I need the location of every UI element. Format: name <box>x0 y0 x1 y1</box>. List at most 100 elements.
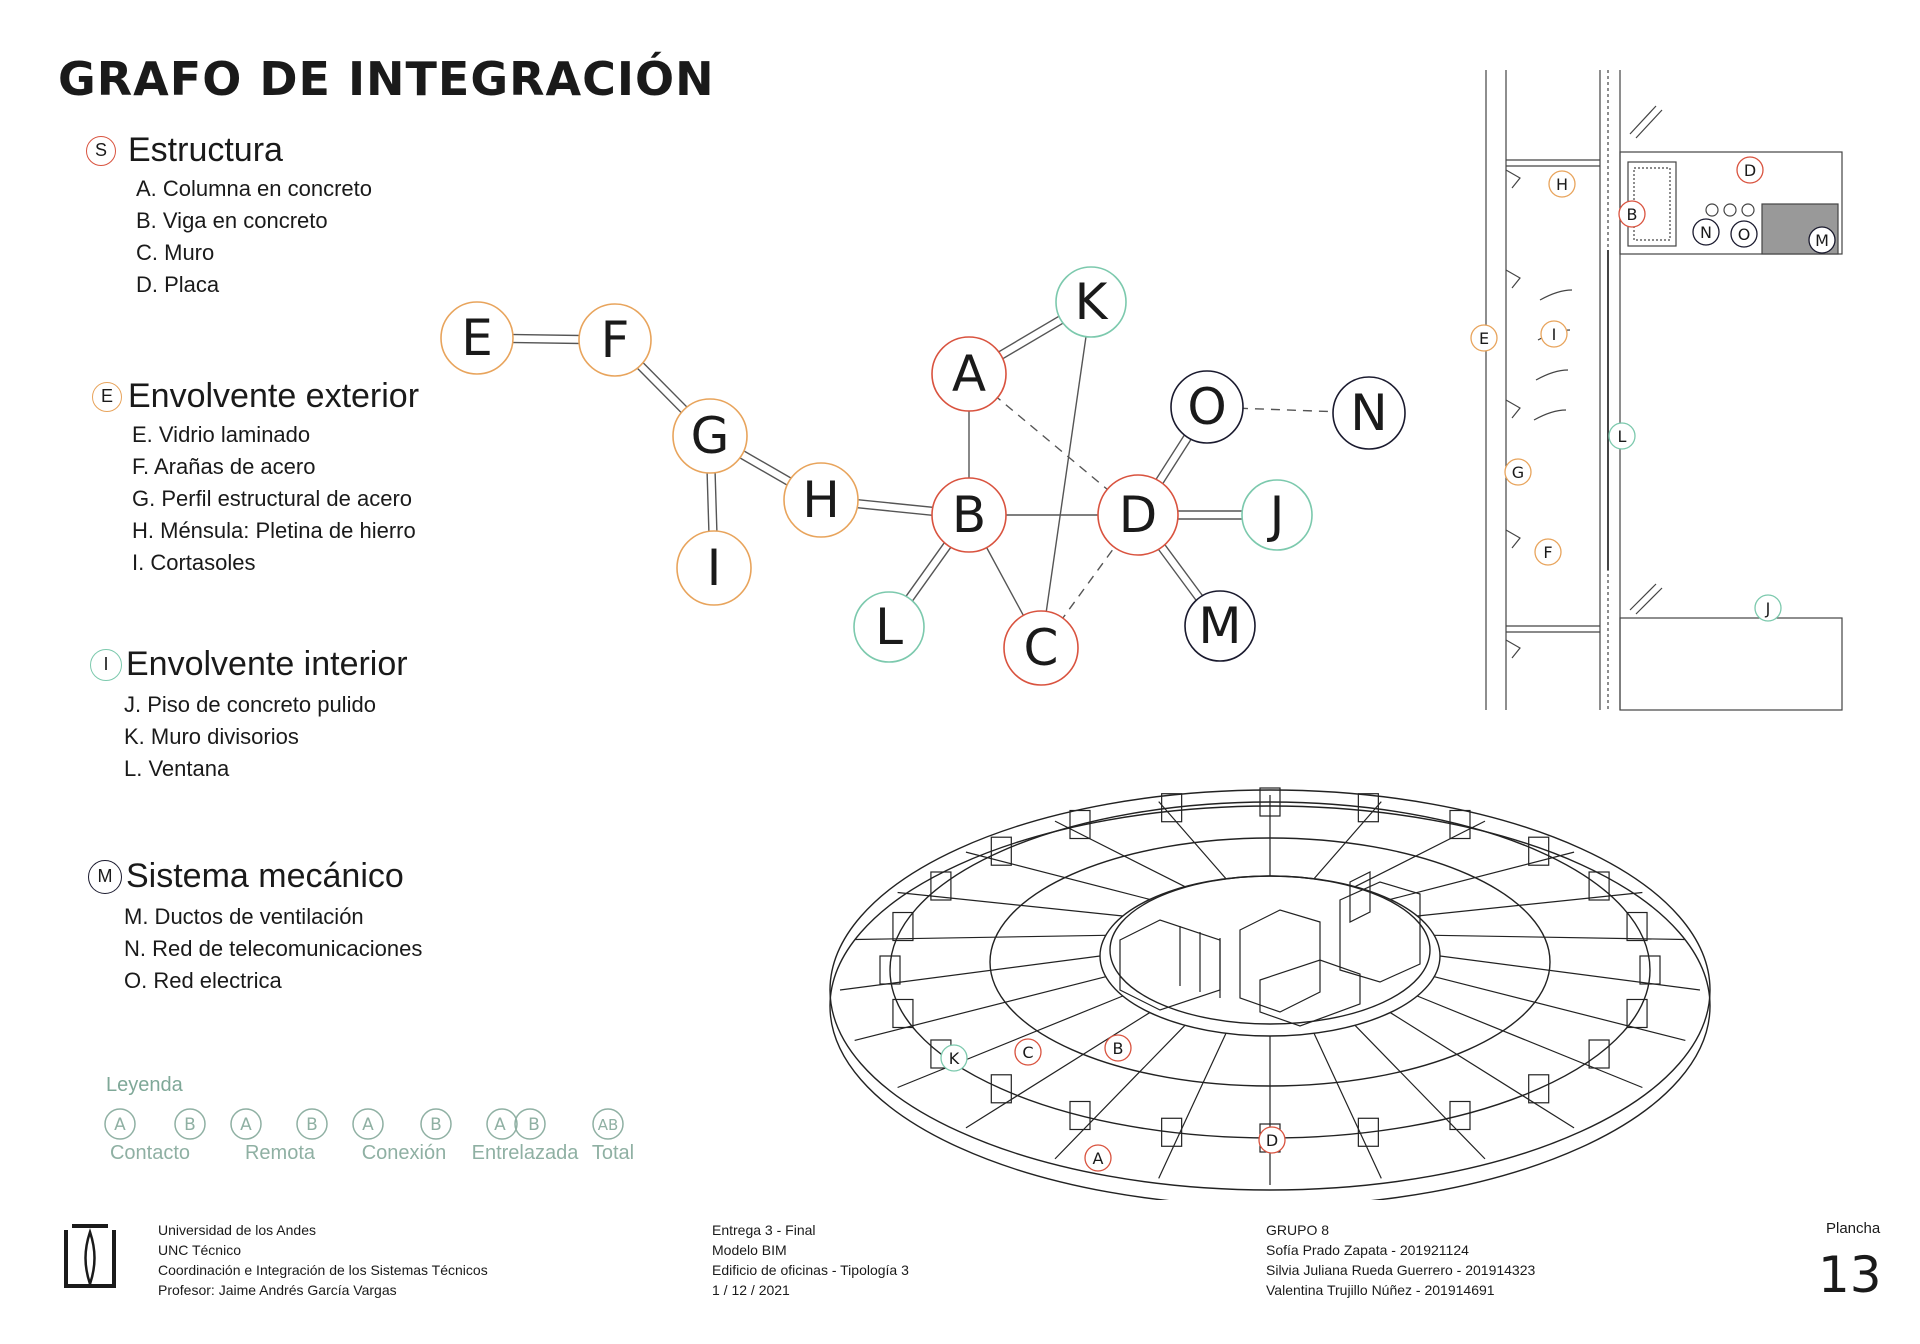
legend-label-interlaced: Entrelazada <box>471 1142 579 1164</box>
section-label-n: N <box>1692 218 1720 246</box>
graph-node-circle <box>578 303 652 377</box>
section-label-o: O <box>1730 220 1758 248</box>
category-exterior-header: E Envolvente exterior <box>92 377 419 416</box>
graph-node-label: D <box>1119 486 1158 544</box>
graph-node-circle <box>1003 610 1079 686</box>
label-text: H <box>1556 175 1568 194</box>
graph-node-a: A <box>931 336 1007 412</box>
graph-node-circle <box>931 477 1007 553</box>
label-text: A <box>1093 1149 1104 1168</box>
graph-node-label: N <box>1350 384 1387 442</box>
label-text: K <box>949 1049 960 1068</box>
legend-label-total: Total <box>591 1142 635 1164</box>
list-item: I. Cortasoles <box>132 550 256 575</box>
label-circle <box>1754 594 1782 622</box>
legend-contact-a: A <box>114 1115 126 1135</box>
footer-line: Profesor: Jaime Andrés García Vargas <box>158 1282 397 1298</box>
graph-node-n: N <box>1332 376 1406 450</box>
section-label-m: M <box>1808 226 1836 254</box>
legend-remote-a: A <box>240 1115 252 1135</box>
graph-node-label: I <box>707 539 722 597</box>
footer-line: Valentina Trujillo Núñez - 201914691 <box>1266 1282 1495 1298</box>
graph-node-circle <box>1332 376 1406 450</box>
graph-node-label: G <box>691 407 730 465</box>
iso-label-c: C <box>1014 1038 1042 1066</box>
legend-remote-b: B <box>306 1115 318 1135</box>
list-item: H. Ménsula: Pletina de hierro <box>132 518 416 543</box>
graph-node-i: I <box>676 530 752 606</box>
label-text: M <box>1815 231 1829 250</box>
label-circle <box>1534 538 1562 566</box>
list-item: B. Viga en concreto <box>136 208 328 233</box>
list-item: L. Ventana <box>124 756 230 781</box>
category-mechanical-title: Sistema mecánico <box>126 857 404 895</box>
exterior-code-circle: E <box>92 381 122 412</box>
category-structure-title: Estructura <box>128 131 283 169</box>
label-text: E <box>1479 329 1489 348</box>
category-mechanical-items: M. Ductos de ventilación N. Red de telec… <box>124 901 422 997</box>
graph-node-o: O <box>1170 370 1244 444</box>
graph-node-circle <box>1097 474 1179 556</box>
list-item: C. Muro <box>136 240 215 265</box>
category-interior-items: J. Piso de concreto pulido K. Muro divis… <box>124 689 376 785</box>
section-label-b: B <box>1618 200 1646 228</box>
legend-label-connection: Conexión <box>361 1142 447 1164</box>
graph-edge-c-d <box>1040 514 1139 649</box>
university-logo-icon <box>62 1222 118 1288</box>
label-text: F <box>1543 543 1552 562</box>
label-circle <box>1618 200 1646 228</box>
graph-node-circle <box>1055 266 1127 338</box>
category-exterior-items: E. Vidrio laminado F. Arañas de acero G.… <box>132 419 416 579</box>
list-item: J. Piso de concreto pulido <box>124 692 376 717</box>
legend-label-remote: Remota <box>244 1142 316 1164</box>
legend-label-contact: Contacto <box>109 1142 191 1164</box>
graph-node-label: L <box>875 598 903 656</box>
graph-node-label: A <box>952 345 986 403</box>
label-circle <box>1548 170 1576 198</box>
legend-total-ab: AB <box>598 1116 619 1134</box>
list-item: D. Placa <box>136 272 220 297</box>
graph-node-g: G <box>672 398 748 474</box>
graph-node-label: B <box>952 486 986 544</box>
graph-node-circle <box>1170 370 1244 444</box>
label-circle <box>1084 1144 1112 1172</box>
category-structure-items: A. Columna en concreto B. Viga en concre… <box>136 173 372 301</box>
section-label-f: F <box>1534 538 1562 566</box>
section-label-g: G <box>1504 458 1532 486</box>
footer-line: Sofía Prado Zapata - 201921124 <box>1266 1242 1469 1258</box>
label-circle <box>1104 1034 1132 1062</box>
graph-node-label: M <box>1198 597 1241 655</box>
iso-label-d: D <box>1258 1126 1286 1154</box>
footer-line: Modelo BIM <box>712 1242 787 1258</box>
list-item: F. Arañas de acero <box>132 454 316 479</box>
section-label-i: I <box>1540 320 1568 348</box>
label-circle <box>1014 1038 1042 1066</box>
graph-node-f: F <box>578 303 652 377</box>
list-item: N. Red de telecomunicaciones <box>124 936 423 961</box>
footer-line: 1 / 12 / 2021 <box>712 1282 790 1298</box>
mechanical-code-circle: M <box>88 859 122 894</box>
graph-node-m: M <box>1184 590 1256 662</box>
legend-connection-b: B <box>430 1115 442 1135</box>
label-circle <box>1808 226 1836 254</box>
category-structure-header: S Estructura <box>86 131 283 170</box>
section-label-h: H <box>1548 170 1576 198</box>
graph-node-circle <box>1184 590 1256 662</box>
legend-symbols: A B A B A B A B AB <box>104 1108 624 1140</box>
label-circle <box>1692 218 1720 246</box>
graph-node-label: H <box>802 471 840 529</box>
label-circle <box>1730 220 1758 248</box>
footer-institution: Universidad de los Andes UNC Técnico Coo… <box>158 1220 488 1300</box>
graph-node-d: D <box>1097 474 1179 556</box>
category-mechanical-header: M Sistema mecánico <box>88 857 404 896</box>
legend-contact-b: B <box>184 1115 196 1135</box>
category-interior-title: Envolvente interior <box>126 645 408 683</box>
legend-connection-a: A <box>362 1115 374 1135</box>
label-text: I <box>1552 325 1557 344</box>
label-text: C <box>1022 1043 1033 1062</box>
